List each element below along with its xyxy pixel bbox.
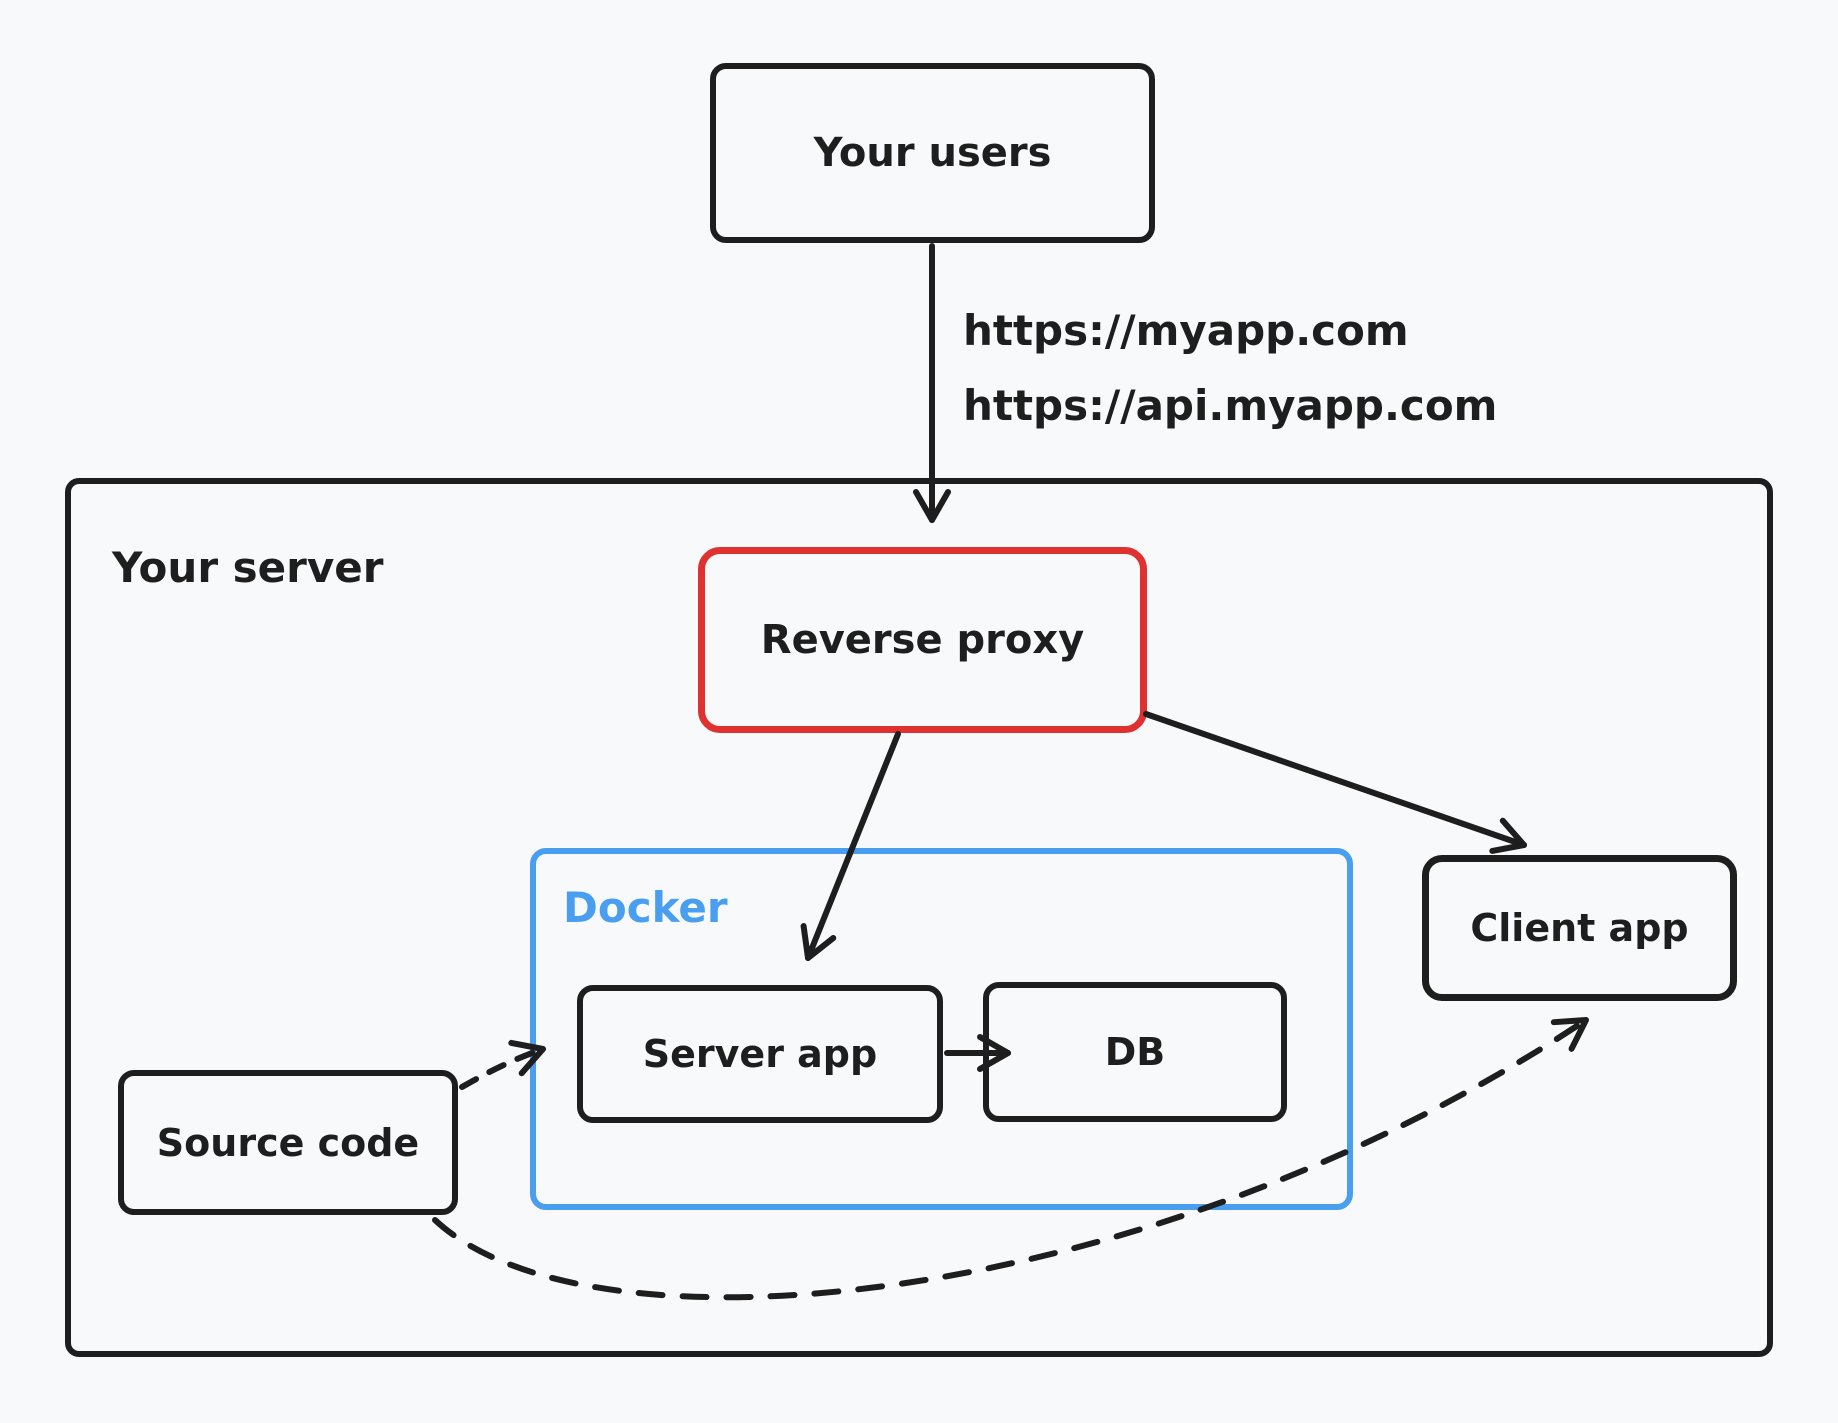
- node-source-code: Source code: [118, 1070, 458, 1215]
- node-client-app-label: Client app: [1470, 906, 1689, 950]
- node-server-app: Server app: [577, 985, 943, 1123]
- node-source-code-label: Source code: [156, 1120, 420, 1165]
- node-your-users: Your users: [710, 63, 1155, 243]
- node-reverse-proxy: Reverse proxy: [698, 547, 1147, 733]
- edge-label-url-myapp: https://myapp.com: [963, 306, 1409, 355]
- node-your-users-label: Your users: [813, 130, 1052, 176]
- node-reverse-proxy-label: Reverse proxy: [760, 617, 1085, 663]
- node-db-label: DB: [1104, 1030, 1166, 1074]
- edge-label-url-api-myapp: https://api.myapp.com: [963, 381, 1498, 430]
- node-client-app: Client app: [1422, 855, 1737, 1001]
- node-your-server-label: Your server: [112, 543, 384, 592]
- node-docker-label: Docker: [563, 883, 728, 932]
- node-db: DB: [983, 982, 1287, 1122]
- node-server-app-label: Server app: [642, 1032, 878, 1076]
- node-your-server: [65, 478, 1773, 1357]
